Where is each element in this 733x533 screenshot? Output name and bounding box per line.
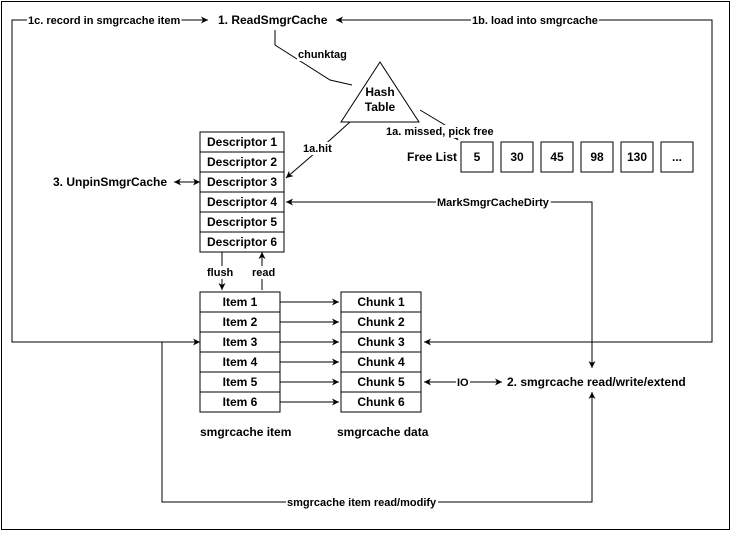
item-label: Item 5 (223, 375, 258, 389)
descriptor-row (199, 231, 285, 253)
descriptor-label: Descriptor 6 (207, 235, 277, 249)
hash-table-label-2: Table (365, 100, 396, 114)
node-unpin-smgr-cache: 3. UnpinSmgrCache (53, 175, 167, 189)
descriptor-label: Descriptor 1 (207, 135, 277, 149)
free-list-value: 45 (550, 150, 564, 164)
chunk-label: Chunk 1 (357, 295, 405, 309)
caption-chunks: smgrcache data (337, 425, 429, 439)
item-row (199, 391, 281, 413)
free-list-slot (460, 141, 494, 173)
label-missed: 1a. missed, pick free (386, 126, 494, 138)
free-list-slot (580, 141, 614, 173)
hash-table-label-1: Hash (365, 85, 394, 99)
edge-mark-dirty (286, 198, 596, 368)
label-mark-dirty: MarkSmgrCacheDirty (437, 197, 550, 209)
free-list-value: 5 (474, 150, 481, 164)
edge-chunktag (274, 30, 353, 86)
chunk-label: Chunk 5 (357, 375, 405, 389)
descriptor-label: Descriptor 3 (207, 175, 277, 189)
free-list-value: 30 (510, 150, 524, 164)
chunk-label: Chunk 6 (357, 395, 405, 409)
free-list-value: ... (672, 150, 682, 164)
label-load: 1b. load into smgrcache (472, 15, 598, 27)
label-flush: flush (207, 267, 234, 279)
hash-table-node (340, 61, 420, 123)
free-list-label: Free List (407, 150, 457, 164)
label-hit: 1a.hit (303, 143, 332, 155)
item-label: Item 4 (223, 355, 258, 369)
item-label: Item 3 (223, 335, 258, 349)
label-chunktag: chunktag (298, 49, 347, 61)
item-label: Item 1 (223, 295, 258, 309)
free-list-slot (620, 141, 654, 173)
free-list-value: 130 (627, 150, 647, 164)
descriptor-label: Descriptor 5 (207, 215, 277, 229)
label-record: 1c. record in smgrcache item (28, 15, 180, 27)
label-io: IO (457, 377, 469, 389)
free-list-slot (500, 141, 534, 173)
free-list-slot (660, 141, 694, 173)
free-list-value: 98 (590, 150, 604, 164)
label-read: read (252, 267, 275, 279)
free-list-slot (540, 141, 574, 173)
chunk-label: Chunk 3 (357, 335, 405, 349)
descriptor-label: Descriptor 2 (207, 155, 277, 169)
node-read-smgr-cache: 1. ReadSmgrCache (218, 13, 328, 27)
node-smgrcache-rwe: 2. smgrcache read/write/extend (507, 375, 686, 389)
label-item-read-modify: smgrcache item read/modify (287, 497, 437, 509)
chunk-label: Chunk 4 (357, 355, 405, 369)
edge-hit (285, 121, 351, 179)
item-label: Item 6 (223, 395, 258, 409)
chunk-label: Chunk 2 (357, 315, 405, 329)
descriptor-label: Descriptor 4 (207, 195, 277, 209)
caption-items: smgrcache item (200, 425, 291, 439)
chunk-row (340, 391, 422, 413)
item-label: Item 2 (223, 315, 258, 329)
